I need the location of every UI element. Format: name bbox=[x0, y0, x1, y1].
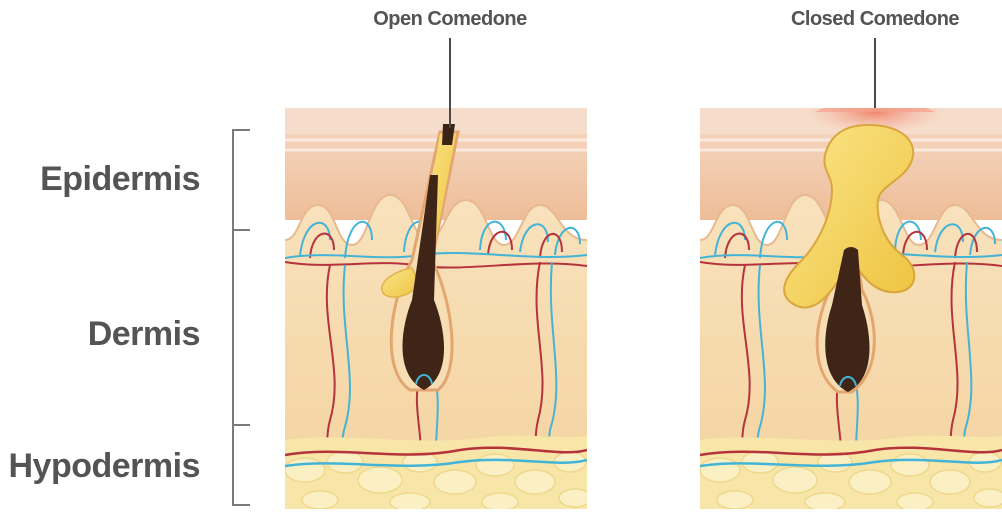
layer-bracket bbox=[233, 130, 250, 505]
epidermis-label: Epidermis bbox=[0, 160, 200, 199]
dermis-label: Dermis bbox=[0, 315, 200, 354]
open-comedone-label: Open Comedone bbox=[330, 8, 570, 31]
closed-comedone-skin-block bbox=[700, 90, 1002, 509]
open-comedone-skin-block bbox=[285, 108, 591, 509]
hypodermis-label: Hypodermis bbox=[0, 447, 200, 486]
closed-comedone-label: Closed Comedone bbox=[755, 8, 995, 31]
